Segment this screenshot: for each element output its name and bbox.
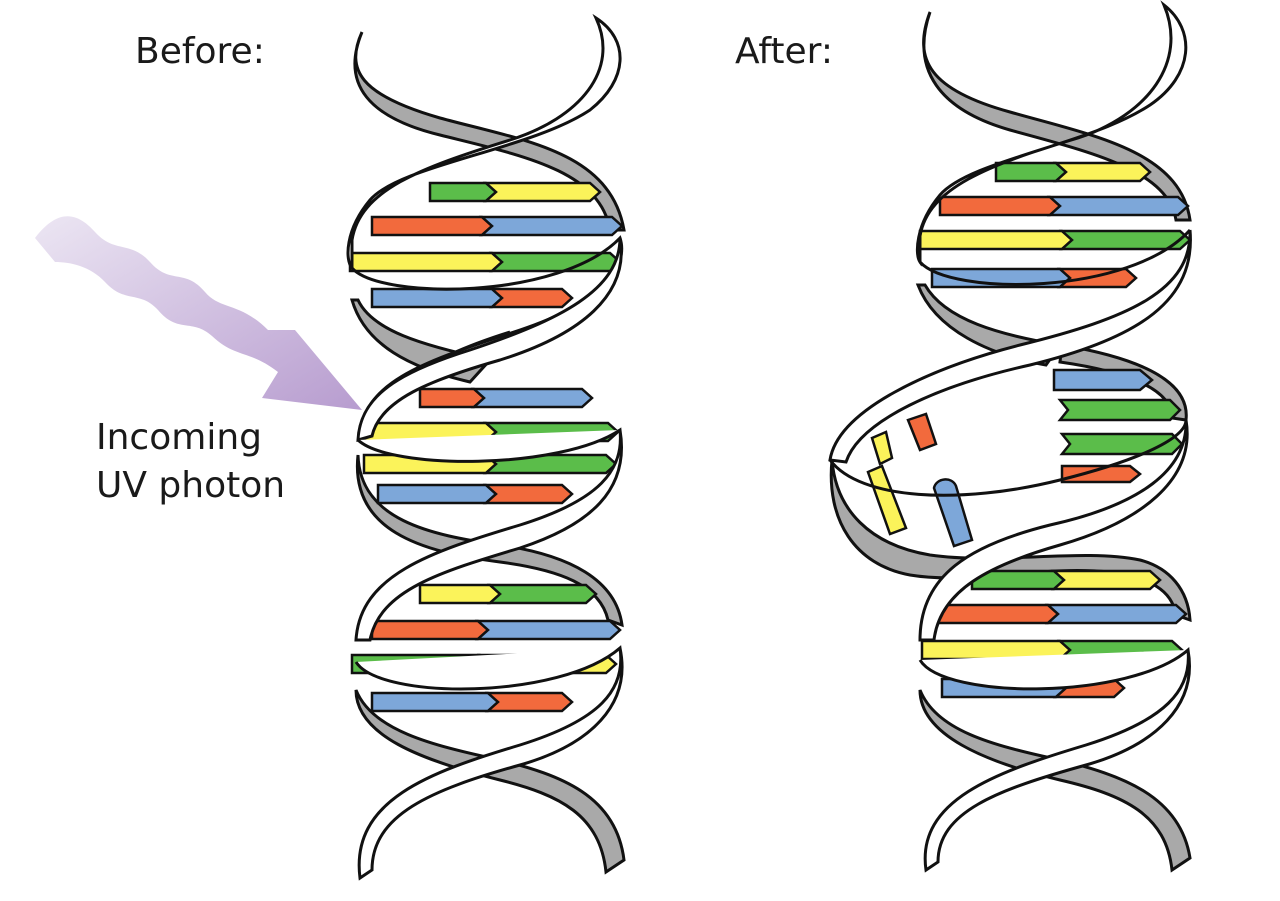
broken-base-yellow xyxy=(866,464,908,536)
photon-label: Incoming UV photon xyxy=(96,414,285,510)
base-orange xyxy=(1056,267,1138,289)
base-orange xyxy=(934,603,1060,625)
base-orange xyxy=(370,619,490,641)
base-green xyxy=(428,181,498,203)
base-yellow xyxy=(482,181,602,203)
broken-base-blue xyxy=(1052,368,1154,392)
base-yellow xyxy=(918,229,1074,251)
base-orange xyxy=(938,195,1062,217)
photon-label-line2: UV photon xyxy=(96,465,286,506)
photon-label-line1: Incoming xyxy=(96,417,262,458)
base-pairs xyxy=(918,161,1192,699)
base-blue xyxy=(370,287,504,309)
base-blue xyxy=(474,619,622,641)
broken-base-green xyxy=(1057,398,1182,422)
base-blue xyxy=(478,215,624,237)
base-blue xyxy=(376,483,498,505)
front-strand xyxy=(346,13,624,881)
before-label: Before: xyxy=(135,31,265,72)
broken-base-blue xyxy=(932,478,974,548)
base-orange xyxy=(370,215,494,237)
base-yellow xyxy=(1052,161,1152,183)
broken-base-yellow xyxy=(870,430,894,466)
base-yellow xyxy=(348,251,504,273)
base-green xyxy=(994,161,1068,183)
base-green xyxy=(488,251,622,273)
base-orange xyxy=(488,287,574,309)
dna-double-helix-icon xyxy=(346,13,626,881)
base-blue xyxy=(470,387,594,409)
base-yellow xyxy=(418,583,502,605)
broken-base-orange xyxy=(906,412,938,452)
after-label: After: xyxy=(735,31,833,72)
base-orange xyxy=(484,691,574,713)
base-orange xyxy=(418,387,486,409)
base-blue xyxy=(1046,195,1190,217)
base-green xyxy=(1058,229,1192,251)
wavy-arrow-icon xyxy=(35,216,362,410)
damaged-dna-helix-icon xyxy=(828,0,1192,873)
base-yellow xyxy=(1050,569,1162,591)
base-blue xyxy=(1044,603,1188,625)
base-green xyxy=(486,583,598,605)
base-blue xyxy=(370,691,500,713)
base-orange xyxy=(482,483,574,505)
front-strand xyxy=(828,0,1192,873)
